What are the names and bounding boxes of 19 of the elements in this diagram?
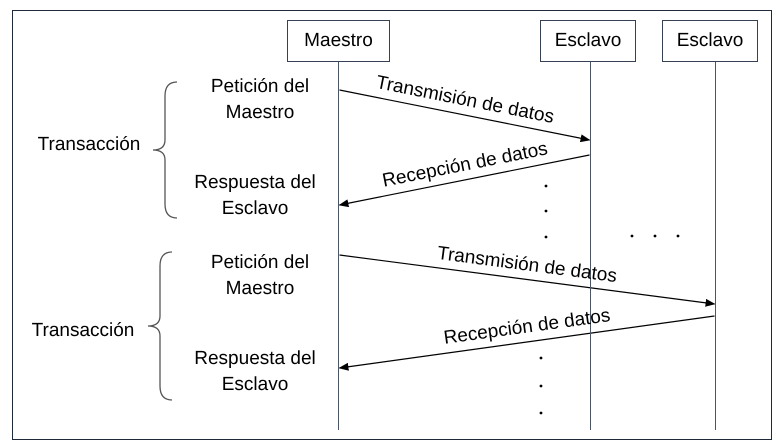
lifeline (338, 62, 339, 430)
edge-label: Recepción de datos (442, 306, 612, 348)
annotation-text: Respuesta del Esclavo (193, 171, 317, 221)
arrow (338, 315, 715, 371)
arrow (339, 89, 590, 142)
annotation-text: Respuesta del Esclavo (193, 347, 317, 397)
edge-label: Transmisión de datos (436, 243, 618, 286)
annotation-text: Petición del Maestro (210, 251, 310, 301)
annotation-text: Petición del Maestro (210, 75, 310, 125)
participant-box: Esclavo (540, 20, 636, 62)
lifeline (715, 62, 716, 430)
lifeline (590, 62, 591, 430)
arrow (338, 154, 590, 208)
participant-box: Maestro (287, 20, 390, 62)
edge-label: Recepción de datos (380, 139, 549, 191)
annotation-text: Transacción (30, 319, 136, 343)
annotation-text: Transacción (36, 133, 142, 157)
arrow (339, 254, 716, 307)
participant-box: Esclavo (662, 20, 758, 62)
